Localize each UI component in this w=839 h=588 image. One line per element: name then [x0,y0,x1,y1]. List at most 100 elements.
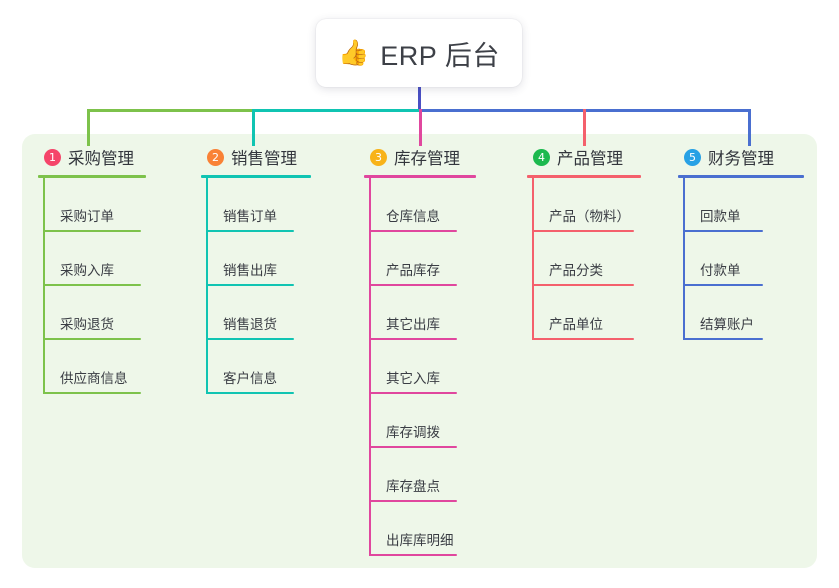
drop-2-connector [252,109,255,146]
column-branch-4: 产品（物料） 产品分类产品单位 [532,178,641,340]
leaf-item[interactable]: 客户信息 [206,340,311,394]
column-trunk-5 [683,178,685,340]
column-trunk-2 [206,178,208,394]
leaf-item-label: 结算账户 [700,317,754,332]
leaf-item[interactable]: 产品库存 [369,232,476,286]
leaf-item-label: 产品单位 [549,317,603,332]
column-header-rule-5 [678,175,804,178]
leaf-item[interactable]: 采购退货 [43,286,146,340]
leaf-item[interactable]: 出库库明细 [369,502,476,556]
drop-4-connector [583,109,586,146]
column-branch-3: 仓库信息产品库存其它出库其它入库库存调拨库存盘点出库库明细 [369,178,476,556]
leaf-item[interactable]: 产品单位 [532,286,641,340]
leaf-item-label: 销售出库 [223,263,277,278]
leaf-item[interactable]: 销售退货 [206,286,311,340]
column-1: 1 采购管理采购订单采购入库采购退货供应商信息 [38,144,146,394]
leaf-item[interactable]: 销售订单 [206,178,311,232]
leaf-item[interactable]: 回款单 [683,178,804,232]
leaf-item-rule [369,338,457,340]
column-title-5: 财务管理 [708,150,774,168]
drop-5-connector [748,109,751,146]
root-node-title: ERP 后台 [380,40,500,71]
column-title-2: 销售管理 [231,150,297,168]
segment-2-connector [252,109,420,112]
leaf-item-label: 供应商信息 [60,371,128,386]
leaf-item-rule [43,392,141,394]
leaf-item[interactable]: 付款单 [683,232,804,286]
leaf-item-label: 其它入库 [386,371,440,386]
column-branch-2: 销售订单销售出库销售退货客户信息 [206,178,311,394]
leaf-item[interactable]: 供应商信息 [43,340,146,394]
leaf-item-rule [532,284,634,286]
leaf-item-label: 产品库存 [386,263,440,278]
leaf-item-rule [43,284,141,286]
leaf-item-label: 付款单 [700,263,741,278]
column-title-4: 产品管理 [557,150,623,168]
leaf-item[interactable]: 销售出库 [206,232,311,286]
leaf-item-label: 产品分类 [549,263,603,278]
segment-1-connector [87,109,253,112]
column-header-1[interactable]: 1 采购管理 [38,144,146,170]
column-trunk-3 [369,178,371,556]
column-header-2[interactable]: 2 销售管理 [201,144,311,170]
leaf-item-label: 库存盘点 [386,479,440,494]
leaf-item[interactable]: 产品分类 [532,232,641,286]
column-header-5[interactable]: 5 财务管理 [678,144,804,170]
column-badge-5: 5 [684,148,701,166]
leaf-item[interactable]: 其它入库 [369,340,476,394]
leaf-item-rule [683,284,763,286]
thumbs-up-emoji: 👍 [338,38,370,67]
leaf-item-rule [683,338,763,340]
leaf-item-rule [206,284,294,286]
leaf-item[interactable]: 仓库信息 [369,178,476,232]
column-header-rule-3 [364,175,476,178]
leaf-item-label: 回款单 [700,209,741,224]
leaf-item[interactable]: 采购入库 [43,232,146,286]
leaf-item-label: 采购退货 [60,317,114,332]
column-header-rule-2 [201,175,311,178]
root-node[interactable]: 👍 ERP 后台 [316,19,522,87]
leaf-item[interactable]: 结算账户 [683,286,804,340]
column-badge-3: 3 [370,148,387,166]
column-branch-1: 采购订单采购入库采购退货供应商信息 [43,178,146,394]
leaf-item-rule [43,230,141,232]
leaf-item-rule [369,500,457,502]
column-branch-5: 回款单付款单结算账户 [683,178,804,340]
leaf-item-rule [369,446,457,448]
leaf-item-label: 出库库明细 [386,533,454,548]
leaf-item[interactable]: 其它出库 [369,286,476,340]
leaf-item[interactable]: 产品（物料） [532,178,641,232]
leaf-item-rule [369,284,457,286]
leaf-item[interactable]: 库存调拨 [369,394,476,448]
leaf-item-rule [206,230,294,232]
column-badge-1: 1 [44,148,61,166]
leaf-item-rule [43,338,141,340]
leaf-item-label: 销售订单 [223,209,277,224]
drop-1-connector [87,109,90,146]
leaf-item-rule [369,392,457,394]
leaf-item-label: 采购入库 [60,263,114,278]
column-header-rule-1 [38,175,146,178]
leaf-item-label: 库存调拨 [386,425,440,440]
leaf-item-rule [206,338,294,340]
column-badge-2: 2 [207,148,224,166]
leaf-item-label: 其它出库 [386,317,440,332]
leaf-item-rule [206,392,294,394]
column-title-1: 采购管理 [68,150,134,168]
leaf-item-label: 产品（物料） [549,209,630,224]
root-node-content: 👍 ERP 后台 [338,34,500,73]
column-trunk-1 [43,178,45,394]
root-stem-connector [418,87,421,111]
leaf-item-rule [532,338,634,340]
column-trunk-4 [532,178,534,340]
leaf-item[interactable]: 库存盘点 [369,448,476,502]
leaf-item[interactable]: 采购订单 [43,178,146,232]
column-2: 2 销售管理销售订单销售出库销售退货客户信息 [201,144,311,394]
drop-3-connector [419,109,422,146]
leaf-item-label: 销售退货 [223,317,277,332]
leaf-item-label: 采购订单 [60,209,114,224]
